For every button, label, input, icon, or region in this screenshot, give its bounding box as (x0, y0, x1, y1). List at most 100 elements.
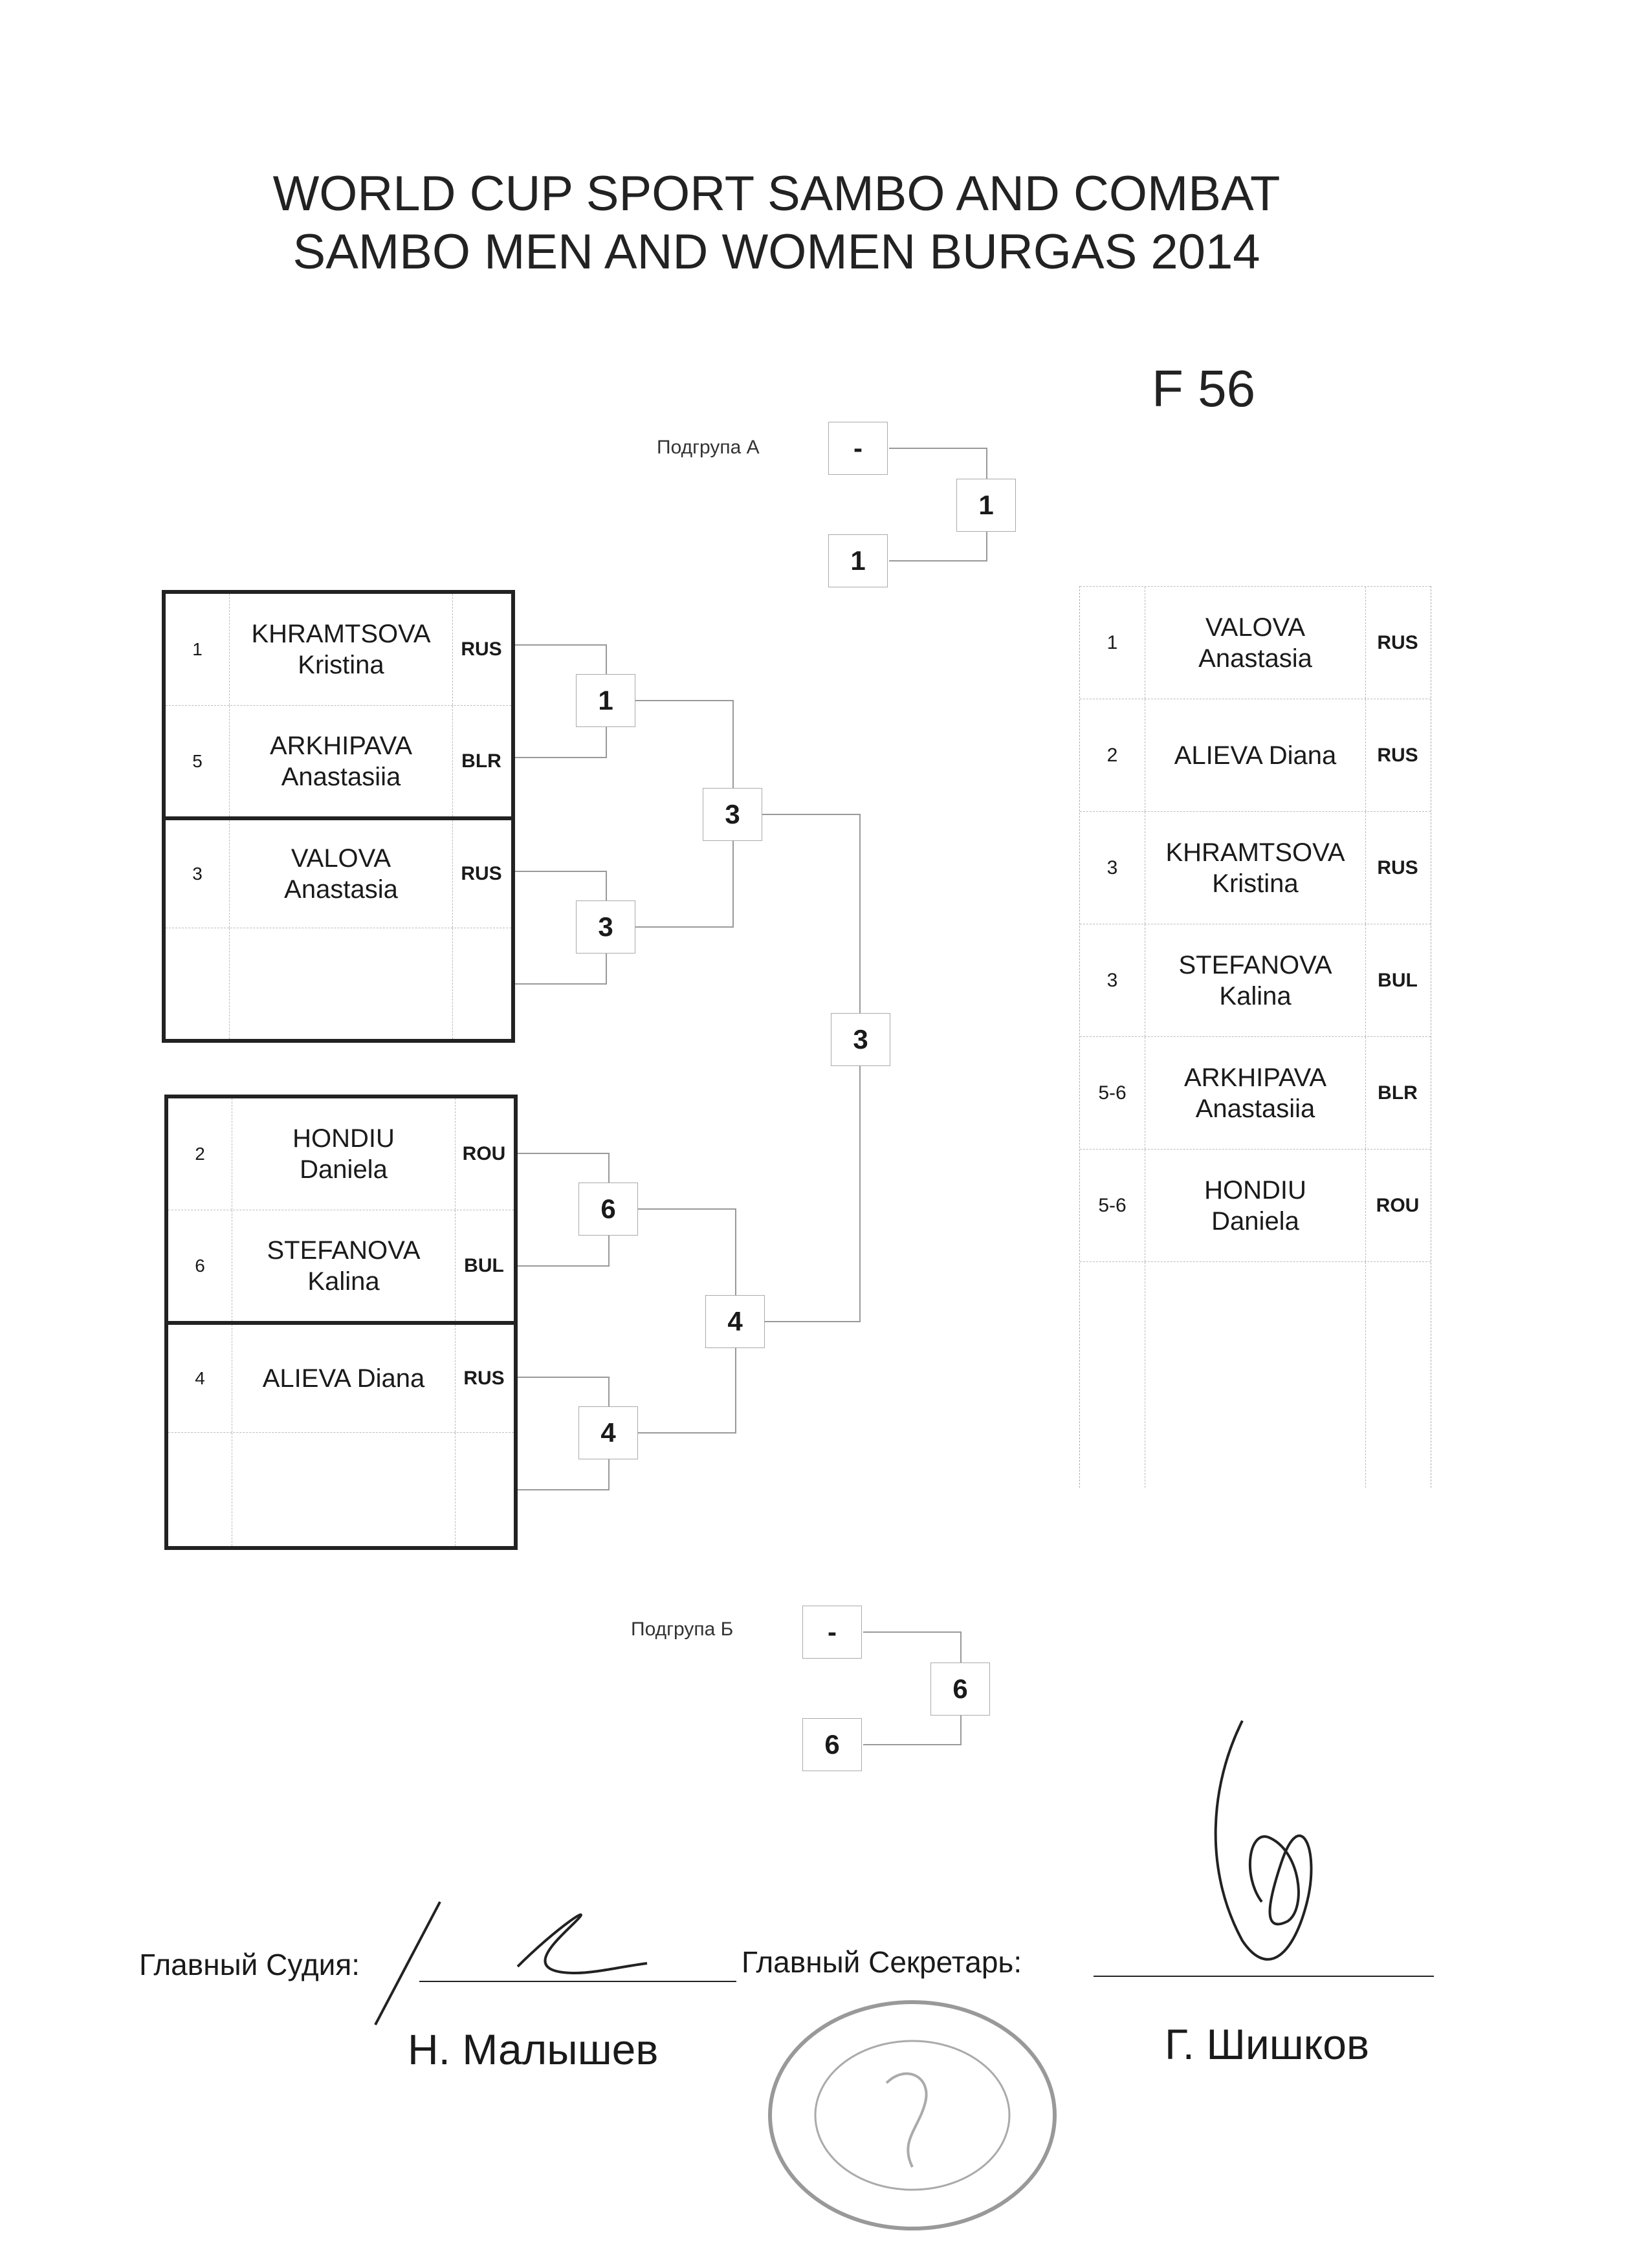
seed: 6 (195, 1255, 205, 1276)
final-result-box: 3 (831, 1013, 890, 1066)
pool-b-row: 4 ALIEVA Diana RUS (168, 1321, 514, 1432)
country (454, 1433, 514, 1546)
place: 5-6 (1098, 1082, 1127, 1104)
country: BLR (461, 750, 501, 772)
chief-referee-name: Н. Малышев (408, 2025, 659, 2073)
country (452, 928, 511, 1039)
bracket-line (515, 983, 606, 985)
seed: 4 (195, 1368, 205, 1388)
country: BUL (1378, 969, 1418, 991)
place: 2 (1106, 744, 1118, 766)
bout-result-box: 3 (576, 900, 635, 954)
bracket-line (518, 1489, 608, 1490)
athlete-name (232, 1433, 456, 1546)
seed: 2 (195, 1144, 205, 1164)
bracket-line (863, 1744, 960, 1745)
bracket-line (518, 1377, 608, 1378)
bout-result-box: 3 (703, 788, 762, 841)
bout-result-box: 1 (576, 674, 635, 727)
repechage-b-bottom: 6 (802, 1718, 862, 1771)
repechage-a-winner: 1 (956, 479, 1016, 532)
title-line-2: SAMBO MEN AND WOMEN BURGAS 2014 (292, 224, 1260, 279)
place: 3 (1106, 856, 1118, 878)
repechage-a-bottom: 1 (828, 534, 888, 587)
seed: 3 (192, 864, 203, 884)
repechage-b-top: - (802, 1606, 862, 1659)
bracket-line (638, 1208, 735, 1210)
result-row (1080, 1261, 1431, 1488)
pool-a-row (166, 928, 511, 1039)
empty-cell (1145, 1262, 1366, 1488)
pool-b-row (168, 1432, 514, 1546)
country: ROU (1376, 1194, 1420, 1216)
bracket-line (863, 1631, 960, 1633)
place: 5-6 (1098, 1194, 1127, 1216)
bracket-line (515, 757, 606, 758)
bracket-line (515, 644, 606, 646)
chief-referee-label: Главный Судия: (139, 1948, 360, 1981)
athlete-name: ALIEVA Diana (232, 1325, 456, 1432)
secretary-signature-icon (1214, 1720, 1313, 1961)
bracket-line (518, 1153, 608, 1154)
country: RUS (1377, 631, 1418, 653)
bout-result-box: 6 (578, 1183, 638, 1236)
bracket-line (889, 448, 986, 449)
bracket-line (762, 814, 859, 815)
bracket-line (859, 814, 861, 1322)
title-line-1: WORLD CUP SPORT SAMBO AND COMBAT (272, 166, 1281, 221)
bracket-line (515, 871, 606, 872)
bout-result-box: 4 (705, 1295, 765, 1348)
seed: 1 (192, 639, 203, 659)
seed: 5 (192, 750, 203, 771)
weight-category: F 56 (1152, 360, 1256, 417)
subgroup-b-label: Подгрупа Б (631, 1619, 734, 1640)
athlete-name (229, 928, 453, 1039)
bracket-line (765, 1321, 859, 1322)
seed (166, 928, 229, 1039)
chief-referee-signature-line (419, 1981, 736, 1982)
repechage-a-top: - (828, 422, 888, 475)
chief-secretary-name: Г. Шишков (1165, 2020, 1370, 2068)
country: RUS (461, 638, 502, 660)
place: 3 (1106, 969, 1118, 991)
bracket-line (635, 700, 732, 701)
chief-secretary-label: Главный Секретарь: (742, 1945, 1022, 1979)
official-seal-stamp (768, 2000, 1057, 2230)
repechage-b-winner: 6 (930, 1663, 990, 1716)
country: RUS (461, 863, 502, 884)
result-row: 2 ALIEVA Diana RUS (1080, 699, 1431, 811)
bracket-line (635, 926, 732, 928)
athlete-name: ALIEVA Diana (1145, 699, 1366, 811)
country: RUS (1377, 744, 1418, 766)
country: ROU (462, 1143, 506, 1164)
bracket-line (889, 560, 986, 562)
seed (168, 1433, 232, 1546)
bout-result-box: 4 (578, 1406, 638, 1459)
country: BLR (1378, 1082, 1418, 1104)
country: BUL (464, 1254, 504, 1276)
bracket-line (638, 1432, 735, 1434)
subgroup-a-label: Подгрупа А (657, 437, 760, 458)
country: RUS (463, 1368, 505, 1389)
bracket-line (518, 1265, 608, 1267)
